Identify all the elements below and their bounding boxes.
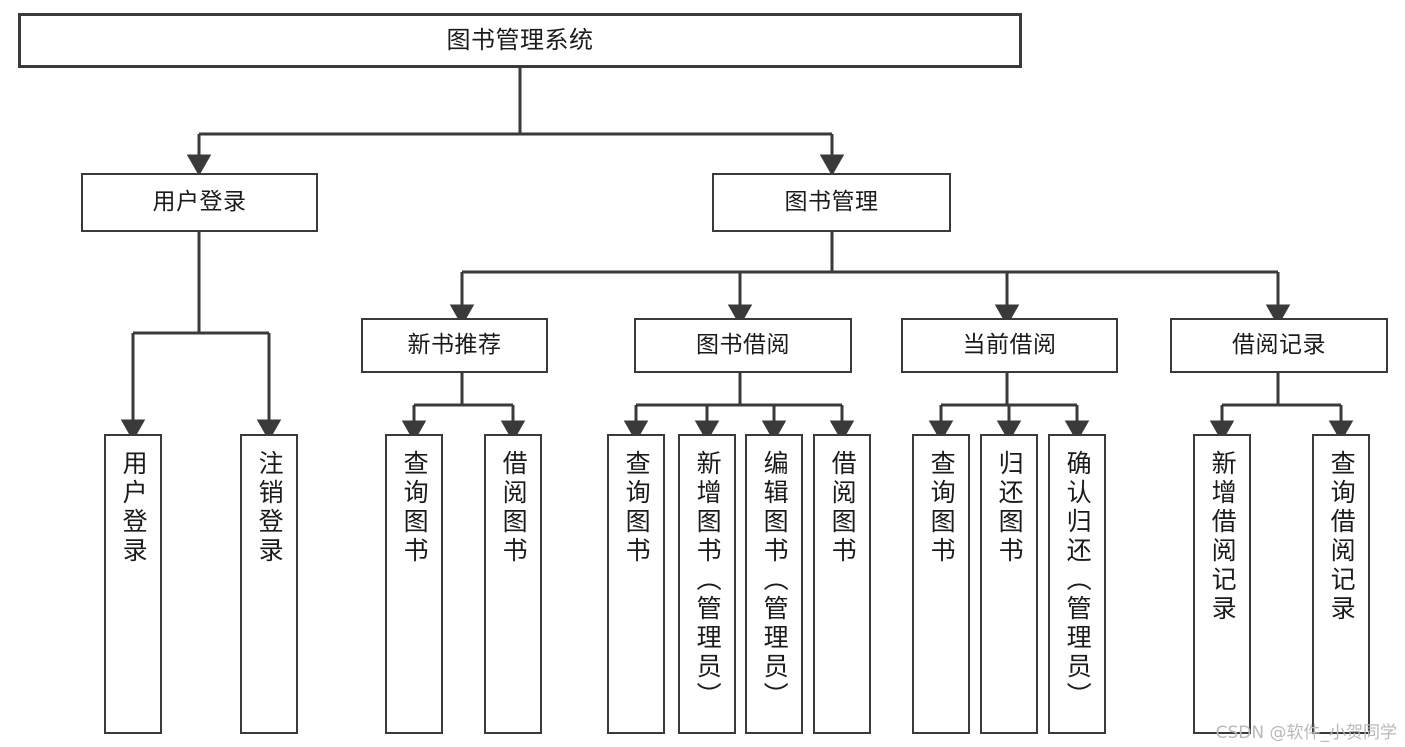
- leaf-borrow-query-book-label: 查询图书: [622, 450, 652, 566]
- leaf-current-query-book-label: 查询图书: [927, 450, 957, 566]
- leaf-new-book-query-label: 查询图书: [400, 450, 430, 566]
- node-borrow-record-label: 借阅记录: [1232, 332, 1326, 359]
- leaf-record-query-record-label: 查询借阅记录: [1327, 450, 1357, 624]
- leaf-borrow-add-book-admin-label: 新增图书（管理员）: [693, 450, 723, 711]
- node-user-login-label: 用户登录: [152, 189, 247, 216]
- node-book-management-label: 图书管理: [784, 189, 879, 216]
- node-current-borrow: 当前借阅: [901, 318, 1118, 373]
- leaf-user-login-signin: 用户登录: [104, 434, 162, 734]
- node-book-borrow-label: 图书借阅: [696, 332, 790, 359]
- leaf-borrow-borrow-book: 借阅图书: [813, 434, 871, 734]
- leaf-record-query-record: 查询借阅记录: [1312, 434, 1370, 734]
- leaf-user-login-signin-label: 用户登录: [119, 450, 149, 566]
- leaf-borrow-edit-book-admin: 编辑图书（管理员）: [745, 434, 803, 734]
- leaf-borrow-add-book-admin: 新增图书（管理员）: [678, 434, 736, 734]
- node-root-system: 图书管理系统: [18, 13, 1022, 68]
- node-new-book-recommend-label: 新书推荐: [407, 332, 502, 359]
- leaf-user-login-signout-label: 注销登录: [255, 450, 285, 566]
- leaf-new-book-query: 查询图书: [385, 434, 443, 734]
- node-borrow-record: 借阅记录: [1170, 318, 1388, 373]
- leaf-user-login-signout: 注销登录: [240, 434, 298, 734]
- node-current-borrow-label: 当前借阅: [962, 332, 1057, 359]
- leaf-borrow-query-book: 查询图书: [607, 434, 665, 734]
- leaf-record-add-record-label: 新增借阅记录: [1208, 450, 1238, 624]
- leaf-new-book-borrow: 借阅图书: [484, 434, 542, 734]
- leaf-new-book-borrow-label: 借阅图书: [499, 450, 529, 566]
- leaf-current-return-book: 归还图书: [980, 434, 1038, 734]
- node-user-login: 用户登录: [81, 173, 318, 232]
- leaf-current-query-book: 查询图书: [912, 434, 970, 734]
- leaf-record-add-record: 新增借阅记录: [1193, 434, 1251, 734]
- node-book-management: 图书管理: [712, 173, 951, 232]
- leaf-current-return-book-label: 归还图书: [995, 450, 1025, 566]
- leaf-current-confirm-return-admin: 确认归还（管理员）: [1048, 434, 1106, 734]
- csdn-watermark: CSDN @软件_小贺同学: [1215, 723, 1397, 743]
- leaf-borrow-borrow-book-label: 借阅图书: [828, 450, 858, 566]
- node-root-system-label: 图书管理系统: [446, 25, 594, 54]
- node-new-book-recommend: 新书推荐: [361, 318, 548, 373]
- leaf-borrow-edit-book-admin-label: 编辑图书（管理员）: [760, 450, 790, 711]
- node-book-borrow: 图书借阅: [634, 318, 852, 373]
- leaf-current-confirm-return-admin-label: 确认归还（管理员）: [1063, 450, 1093, 711]
